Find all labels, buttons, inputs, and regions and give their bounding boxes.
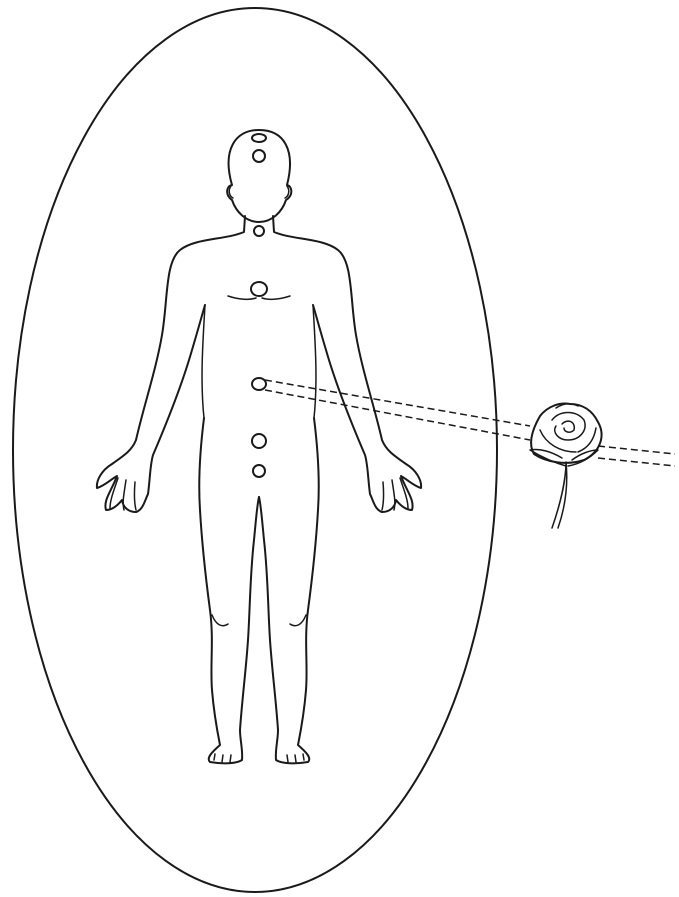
body-right-outline <box>273 216 421 512</box>
chakra-solar-plexus <box>252 378 266 390</box>
energy-centers <box>251 134 267 477</box>
legs-outline <box>199 418 259 763</box>
rose-flower <box>530 404 602 529</box>
body-left-outline <box>97 216 245 512</box>
head-outline <box>227 130 291 222</box>
energy-beam <box>265 380 675 466</box>
chakra-throat <box>254 226 264 236</box>
chakra-crown <box>252 134 266 142</box>
chakra-brow <box>253 150 265 162</box>
chakra-sacral <box>252 434 266 448</box>
chakra-heart <box>251 282 267 296</box>
chakra-root <box>253 465 265 477</box>
rose-stem <box>552 462 567 528</box>
